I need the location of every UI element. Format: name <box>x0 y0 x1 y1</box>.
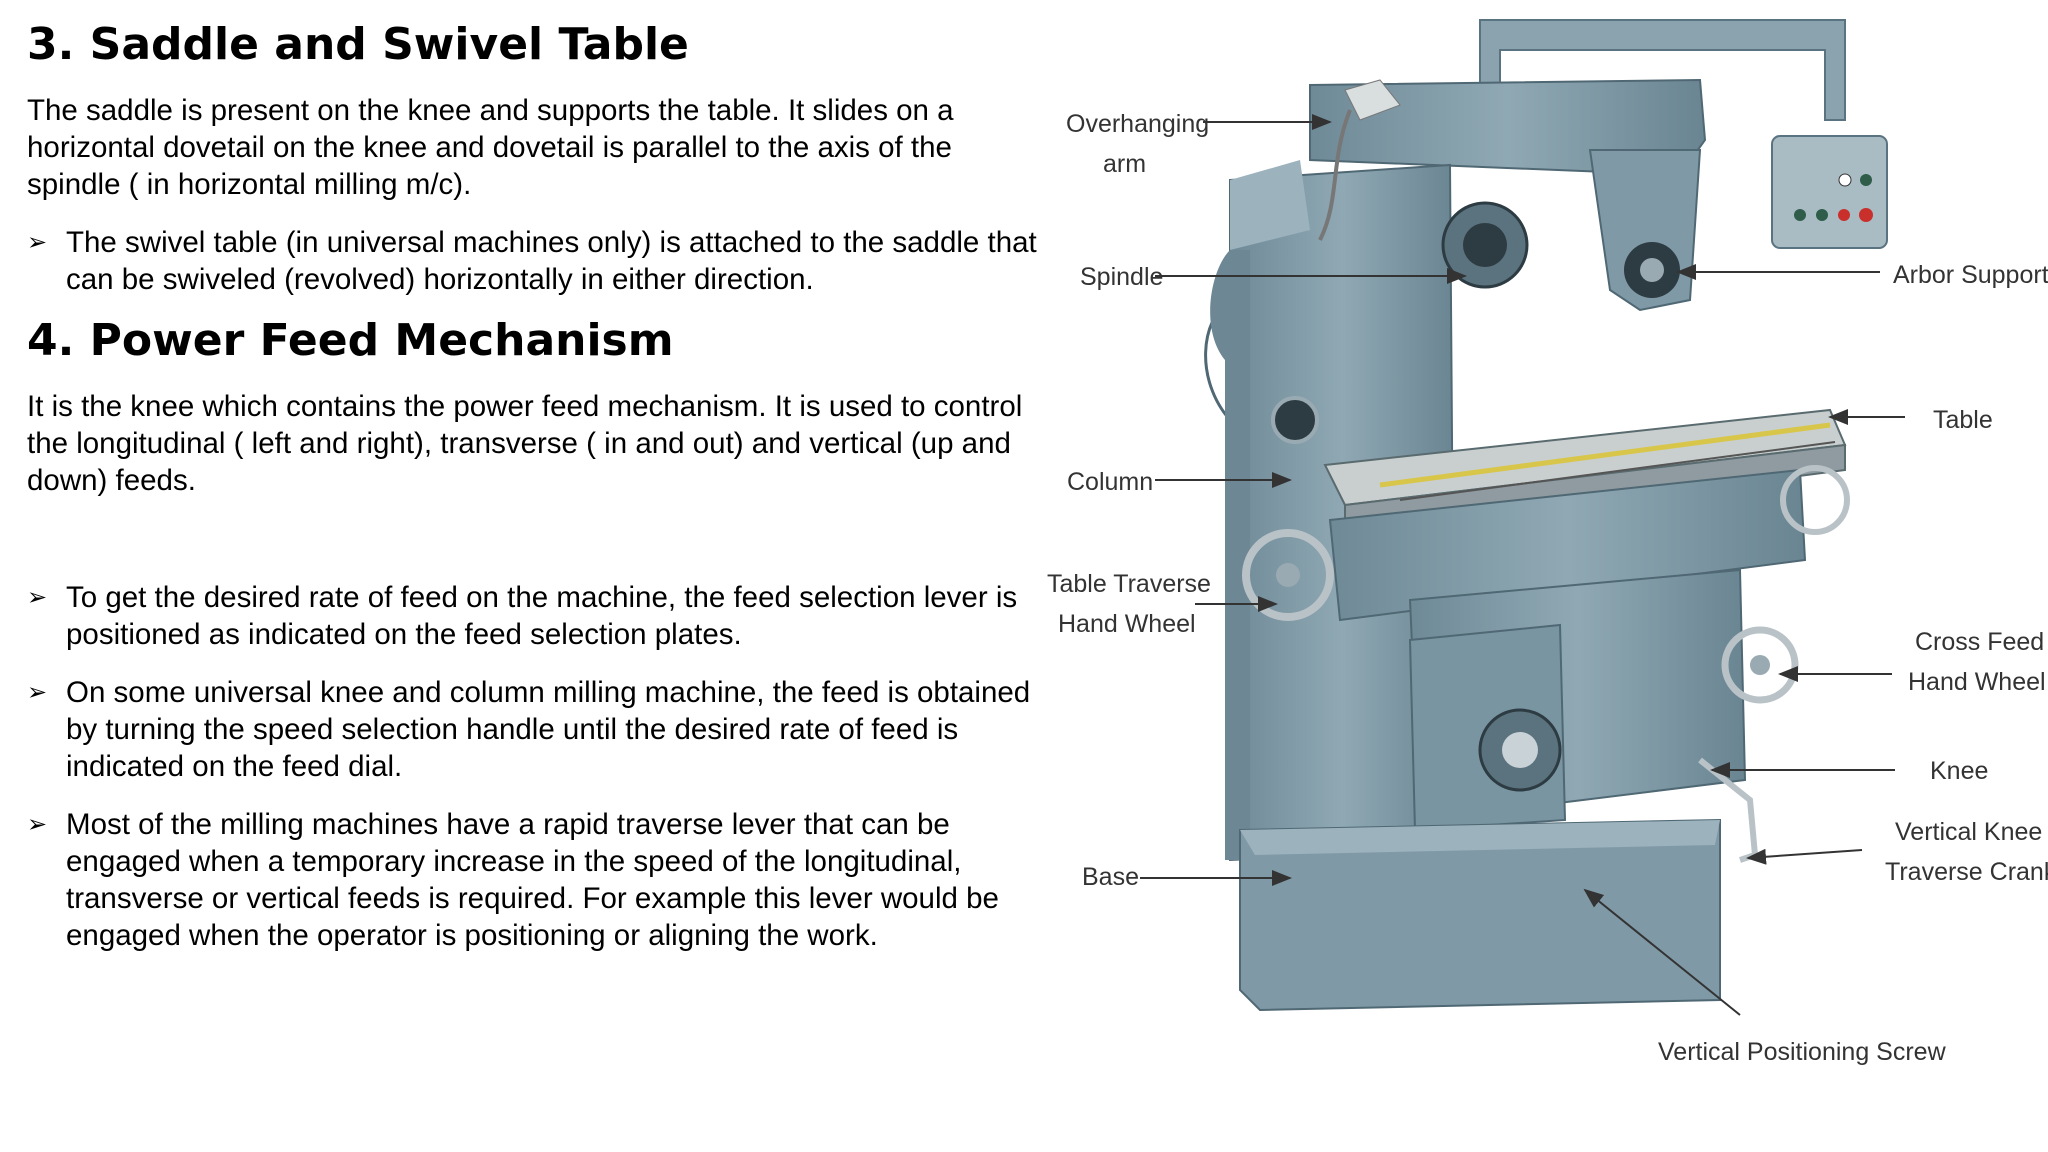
section4-heading: 4. Power Feed Mechanism <box>27 315 674 366</box>
label-table: Table <box>1933 406 1993 434</box>
label-base: Base <box>1082 863 1139 891</box>
label-vertical-positioning-screw: Vertical Positioning Screw <box>1658 1038 1947 1066</box>
bullet-arrow-icon: ➢ <box>27 583 48 611</box>
leader-lines <box>1140 114 1905 1016</box>
label-knee: Knee <box>1930 757 1988 785</box>
saddle <box>1328 468 1807 622</box>
label-cross-feed-1: Cross Feed <box>1915 628 2044 656</box>
table-traverse-hand-wheel <box>1242 529 1334 621</box>
label-cross-feed-2: Hand Wheel <box>1908 668 2046 696</box>
control-panel <box>1771 135 1888 249</box>
bullet-arrow-icon: ➢ <box>27 228 48 256</box>
label-table-traverse-2: Hand Wheel <box>1058 610 1196 638</box>
section4-bullet: ➢ Most of the milling machines have a ra… <box>27 808 999 952</box>
label-overhanging-arm-2: arm <box>1103 150 1146 178</box>
section3-bullet: ➢ The swivel table (in universal machine… <box>27 226 1037 296</box>
label-table-traverse-1: Table Traverse <box>1047 570 1211 598</box>
milling-machine-illustration <box>1204 19 1888 1012</box>
label-vertical-knee-1: Vertical Knee <box>1895 818 2042 846</box>
text-column: 3. Saddle and Swivel Table The saddle is… <box>27 14 1037 954</box>
section3-heading: 3. Saddle and Swivel Table <box>27 19 689 70</box>
bullet-arrow-icon: ➢ <box>27 678 48 706</box>
label-spindle: Spindle <box>1080 263 1163 291</box>
section4-bullet: ➢ On some universal knee and column mill… <box>27 676 1031 783</box>
milling-machine-figure: Overhanging arm Spindle Column Table Tra… <box>1047 19 2048 1066</box>
label-vertical-knee-2: Traverse Crank <box>1885 858 2048 886</box>
section4-paragraph: It is the knee which contains the power … <box>27 390 1023 497</box>
bullet-arrow-icon: ➢ <box>27 810 48 838</box>
section4-bullet: ➢ To get the desired rate of feed on the… <box>27 581 1018 651</box>
label-arbor-support: Arbor Support <box>1893 261 2048 289</box>
cross-feed-hand-wheel <box>1721 626 1799 704</box>
label-column: Column <box>1067 468 1153 496</box>
section3-paragraph: The saddle is present on the knee and su… <box>27 94 954 201</box>
label-overhanging-arm-1: Overhanging <box>1066 110 1209 138</box>
